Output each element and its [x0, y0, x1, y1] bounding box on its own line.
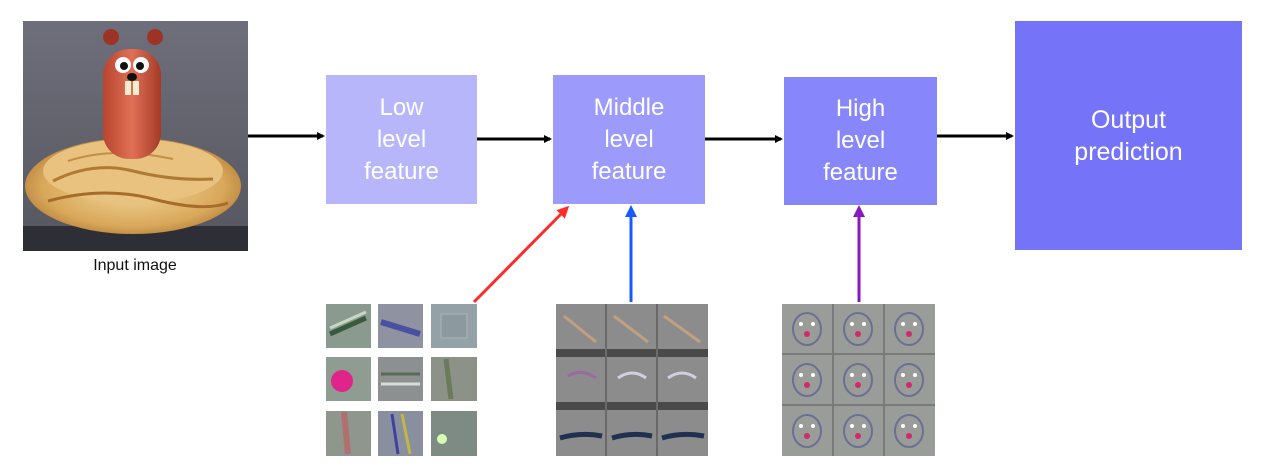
low-level-filter-grid [326, 304, 477, 456]
arrow-low-filters-to-middle [472, 205, 570, 304]
high-level-feature-box: High level feature [784, 77, 937, 205]
low-level-feature-box: Low level feature [326, 75, 477, 204]
hotdog-groundhog-photo-icon [23, 21, 248, 251]
output-prediction-box: Output prediction [1015, 21, 1242, 250]
middle-level-filter-grid [556, 304, 708, 456]
input-image [23, 21, 248, 251]
middle-level-feature-box: Middle level feature [553, 75, 705, 204]
high-level-face-filter-grid-icon [782, 304, 935, 456]
middle-level-filter-grid-icon [556, 304, 708, 456]
low-level-filter-grid-icon [326, 304, 477, 456]
high-level-face-filter-grid [782, 304, 935, 456]
input-image-caption: Input image [93, 257, 177, 274]
